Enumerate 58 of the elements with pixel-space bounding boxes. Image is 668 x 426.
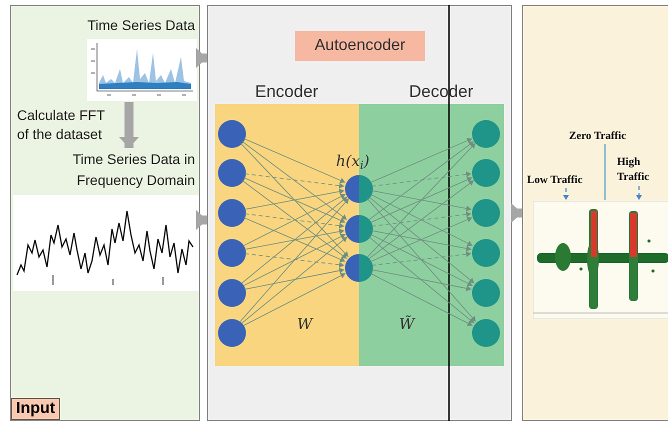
- arrow: [370, 176, 473, 223]
- arrow: [372, 171, 472, 187]
- arrow: [244, 188, 345, 210]
- arrow: [243, 138, 346, 184]
- arrow: [366, 198, 476, 322]
- chart-title: Time Series Data in Frequency Domain: [72, 150, 195, 190]
- arrow: [244, 173, 344, 189]
- weight-label: W̃: [399, 314, 414, 335]
- arrow: [244, 228, 345, 250]
- arrow: [370, 234, 473, 286]
- arrow: [240, 142, 349, 258]
- arrow: [240, 198, 350, 322]
- arrow: [371, 230, 472, 252]
- chart-title: Time Series Data: [87, 16, 195, 35]
- arrow: [243, 234, 346, 286]
- leader-line: [563, 188, 569, 200]
- arrow: [368, 236, 475, 324]
- arrow: [244, 253, 344, 268]
- arrow: [119, 102, 139, 148]
- section-heading: Encoder: [255, 81, 318, 103]
- arrow: [370, 138, 473, 183]
- arrow: [368, 180, 474, 260]
- arrow: [370, 272, 473, 326]
- callout-text: Low Traffic: [527, 173, 584, 188]
- arrow: [371, 190, 472, 212]
- arrow: [372, 211, 472, 227]
- arrow: [370, 194, 473, 246]
- arrow: [242, 180, 348, 260]
- panel: [522, 5, 668, 421]
- arrow: [371, 269, 472, 292]
- arrow: [368, 140, 474, 220]
- leader-line: [636, 186, 642, 200]
- arrow: [242, 140, 348, 220]
- leader-line: [604, 144, 606, 200]
- arrow: [241, 196, 348, 284]
- arrow: [511, 203, 522, 223]
- heading: Autoencoder: [314, 36, 406, 56]
- arrow: [367, 142, 476, 258]
- panel: [10, 5, 200, 421]
- arrow: [368, 196, 475, 284]
- callout-text: Zero Traffic: [569, 129, 628, 144]
- arrow: [370, 216, 473, 262]
- arrow: [244, 268, 345, 290]
- arrow: [243, 177, 346, 224]
- title-box: [295, 31, 425, 61]
- arrow: [244, 213, 344, 229]
- arrow: [196, 210, 207, 230]
- callout-text: High Traffic: [617, 155, 650, 185]
- arrow: [372, 251, 472, 266]
- layer-label: h(x$_{i}$): [336, 151, 370, 172]
- arrow: [243, 194, 346, 246]
- arrow: [243, 217, 346, 262]
- arrow: [196, 48, 207, 68]
- arrow: [241, 236, 348, 324]
- arrow: [243, 272, 346, 326]
- panel-label: Input: [11, 398, 60, 420]
- weight-label: W: [297, 314, 312, 335]
- panel: [207, 5, 512, 421]
